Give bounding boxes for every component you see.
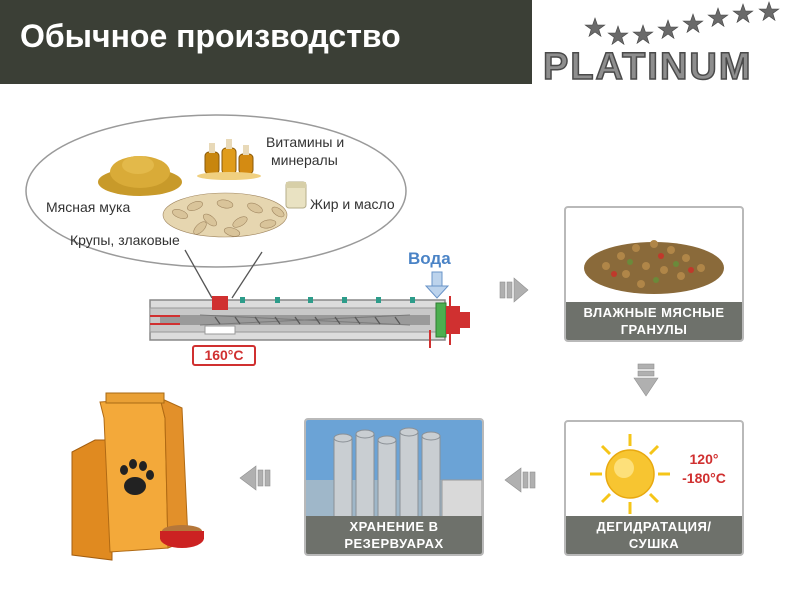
funnel-line-right (231, 251, 263, 299)
wet-granules-box: ВЛАЖНЫЕ МЯСНЫЕ ГРАНУЛЫ (564, 206, 744, 342)
ingredient-meat-flour: Мясная мука (46, 199, 131, 215)
storage-box: ХРАНЕНИЕ В РЕЗЕРВУАРАХ (304, 418, 484, 556)
drying-caption-line1: ДЕГИДРАТАЦИЯ/ (596, 519, 712, 534)
star-icon (682, 13, 704, 34)
star-icon (607, 25, 629, 46)
wet-granules-caption-line1: ВЛАЖНЫЕ МЯСНЫЕ (583, 305, 725, 320)
drying-caption: ДЕГИДРАТАЦИЯ/ СУШКА (566, 516, 742, 554)
storage-caption: ХРАНЕНИЕ В РЕЗЕРВУАРАХ (306, 516, 482, 554)
ingredient-vitamins-line1: Витамины и (266, 134, 345, 150)
vitamin-bottles-icon (197, 139, 261, 180)
sun-icon (590, 434, 670, 514)
logo-stars (584, 1, 780, 46)
star-icon (657, 19, 679, 40)
title-bar (0, 0, 532, 84)
arrow-left-icon-1 (504, 467, 536, 493)
pet-food-bag-icon (71, 392, 204, 561)
drying-caption-line2: СУШКА (628, 536, 680, 551)
arrow-right-icon (499, 277, 529, 303)
star-icon (707, 7, 729, 28)
page-title: Обычное производство (20, 18, 401, 54)
granules-pile-icon (584, 240, 724, 294)
arrow-left-icon-2 (239, 465, 271, 491)
logo-text: PLATINUM (542, 45, 753, 89)
star-icon (632, 24, 654, 45)
wet-granules-caption-line2: ГРАНУЛЫ (620, 322, 688, 337)
cereal-grains-icon (162, 192, 288, 238)
fat-oil-jar-icon (285, 181, 307, 209)
ingredients-ellipse (25, 114, 407, 268)
extruder-temperature-badge: 160°C (192, 345, 256, 366)
drying-box: ДЕГИДРАТАЦИЯ/ СУШКА (564, 420, 744, 556)
storage-caption-line1: ХРАНЕНИЕ В (349, 519, 439, 534)
drying-temperature: 120° -180°C (682, 451, 726, 486)
wet-granules-caption: ВЛАЖНЫЕ МЯСНЫЕ ГРАНУЛЫ (566, 302, 742, 340)
meat-flour-pile-icon (98, 156, 182, 196)
ingredient-vitamins-line2: минералы (271, 152, 338, 168)
ingredient-cereals: Крупы, злаковые (70, 232, 180, 248)
storage-caption-line2: РЕЗЕРВУАРАХ (344, 536, 444, 551)
storage-silos-icon (306, 420, 482, 519)
water-inlet-arrow-icon (424, 271, 450, 299)
water-label: Вода (408, 249, 451, 268)
star-icon (584, 17, 606, 38)
star-icon (758, 1, 780, 22)
star-icon (732, 3, 754, 24)
ingredient-fat-oil: Жир и масло (310, 196, 395, 212)
funnel-line-left (184, 249, 213, 299)
arrow-down-icon (633, 363, 659, 397)
extruder-machine-icon (149, 296, 470, 348)
